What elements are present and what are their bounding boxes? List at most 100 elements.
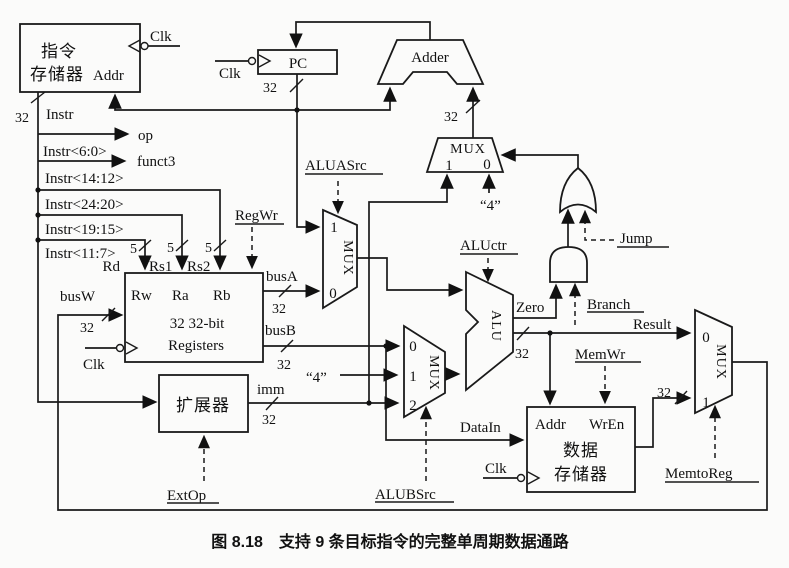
alu-shape: [465, 270, 514, 392]
memwr-label: MemWr: [575, 347, 625, 363]
data-memory-name2: 存储器: [554, 465, 608, 484]
wire-dmem-out: [635, 391, 692, 448]
bus-slash: [280, 339, 294, 353]
bus-slash: [30, 91, 46, 104]
aluout-width: 32: [515, 347, 529, 362]
junction: [366, 400, 372, 406]
imm-label: imm: [257, 382, 285, 398]
bus-slash: [516, 326, 530, 341]
memtoreg-mux-shape: [694, 308, 733, 415]
memtoreg-mux-in1: 1: [702, 395, 710, 411]
alu-label: ALU: [488, 310, 503, 342]
branch-mux-in0: 0: [483, 157, 491, 173]
alua-mux-in0: 0: [329, 286, 337, 302]
junction: [383, 343, 389, 349]
instruction-memory-box: [19, 23, 141, 93]
busb-label: busB: [265, 323, 296, 339]
regwr-label: RegWr: [235, 208, 278, 224]
extender-block: 扩展器: [158, 374, 249, 433]
adder-in-width: 32: [444, 110, 458, 125]
clock-bubble-icon: [140, 41, 149, 51]
junction: [35, 187, 41, 193]
bus-slash: [213, 239, 227, 252]
alub-mux-in0: 0: [409, 339, 417, 355]
wire-pc-value: [296, 74, 321, 234]
wire-rd-tap: [38, 239, 152, 271]
figure-caption: 图 8.18 支持 9 条目标指令的完整单周期数据通路: [211, 532, 569, 551]
memtoreg-label: MemtoReg: [665, 466, 733, 482]
instr-14-12-label: Instr<14:12>: [45, 171, 124, 187]
busw-label: busW: [60, 289, 96, 305]
adder-shape: [376, 39, 485, 85]
extop-label: ExtOp: [167, 488, 206, 504]
alua-mux-in1: 1: [330, 220, 338, 236]
branch-mux-shape: [425, 137, 505, 173]
wire-pc-to-imem-addr: [108, 93, 297, 111]
zero-label: Zero: [516, 300, 544, 316]
branch-label: Branch: [587, 297, 631, 313]
wire-pc-to-adder: [297, 86, 397, 111]
wire-instr-to-extender: [37, 92, 158, 409]
junction: [35, 212, 41, 218]
imm-width: 32: [262, 413, 276, 428]
memtoreg-mux: 0 1 MUX: [694, 308, 733, 415]
ra-port: Ra: [172, 288, 189, 304]
junction: [294, 107, 300, 113]
data-memory-block: Addr WrEn 数据 存储器 Clk: [483, 406, 636, 493]
memtoreg-mux-label: MUX: [713, 344, 728, 380]
bus-slash: [101, 307, 116, 322]
clock-bubble-icon: [516, 473, 526, 483]
wire-or-to-branchmux: [500, 148, 579, 168]
bus-slash: [289, 78, 304, 93]
wire-imm-to-branchmux: [368, 173, 454, 403]
wire-adder-to-pc: [289, 21, 431, 49]
clock-edge-icon: [125, 341, 139, 355]
instr-width: 32: [15, 111, 29, 126]
signal-labels: 32 Instr op funct3 Instr<6:0> Instr<14:1…: [15, 107, 672, 436]
aluasrc-label: ALUASrc: [305, 158, 367, 174]
alu-b-mux: 0 1 2 MUX “4”: [306, 324, 446, 419]
register-file-name1: 32 32-bit: [170, 316, 225, 332]
clock-bubble-icon: [115, 343, 125, 353]
alub-mux-label: MUX: [426, 355, 441, 391]
regfile-clk-label: Clk: [83, 357, 105, 373]
bus-slash: [465, 99, 481, 114]
and-gate-shape: [549, 246, 588, 283]
rd-port: Rd: [102, 259, 120, 275]
instruction-memory-name2: 存储器: [30, 65, 84, 84]
bus-slash: [265, 396, 279, 411]
funct3-label: funct3: [137, 154, 175, 170]
dmemout-width: 32: [657, 386, 671, 401]
alub-mux-in2: 2: [409, 398, 417, 414]
jump-wire: [579, 209, 614, 241]
instr-11-7-label: Instr<11:7>: [45, 246, 116, 262]
alu-a-mux: 1 0 MUX: [322, 208, 358, 310]
instr-label: Instr: [46, 107, 74, 123]
instr-24-20-label: Instr<24:20>: [45, 197, 124, 213]
or-gate: [559, 166, 597, 214]
clock-edge-icon: [258, 54, 272, 68]
busw-width: 32: [80, 321, 94, 336]
bus-slash: [138, 239, 152, 252]
data-memory-name1: 数据: [563, 441, 599, 460]
rw-port: Rw: [131, 288, 152, 304]
dmem-addr-port: Addr: [535, 417, 566, 433]
instr-19-15-label: Instr<19:15>: [45, 222, 124, 238]
busa-label: busA: [266, 269, 298, 285]
data-memory-box: [526, 406, 636, 493]
dmem-clk-label: Clk: [485, 461, 507, 477]
rs1-width: 5: [167, 241, 174, 256]
rs2-width: 5: [205, 241, 212, 256]
bus-slash: [674, 390, 688, 405]
imem-addr-port: Addr: [93, 68, 124, 84]
junction: [35, 237, 41, 243]
clock-edge-icon: [527, 471, 541, 485]
const4-bottom: “4”: [306, 370, 327, 386]
instruction-memory-block: 指令 存储器 Addr Clk: [19, 23, 180, 93]
busb-width: 32: [277, 358, 291, 373]
register-file-name2: Registers: [168, 338, 224, 354]
control-signals: RegWr ALUASrc ALUctr ALUBSrc ExtOp MemWr…: [167, 158, 759, 504]
op-label: op: [138, 128, 153, 144]
adder-unit: Adder 32: [376, 39, 485, 125]
